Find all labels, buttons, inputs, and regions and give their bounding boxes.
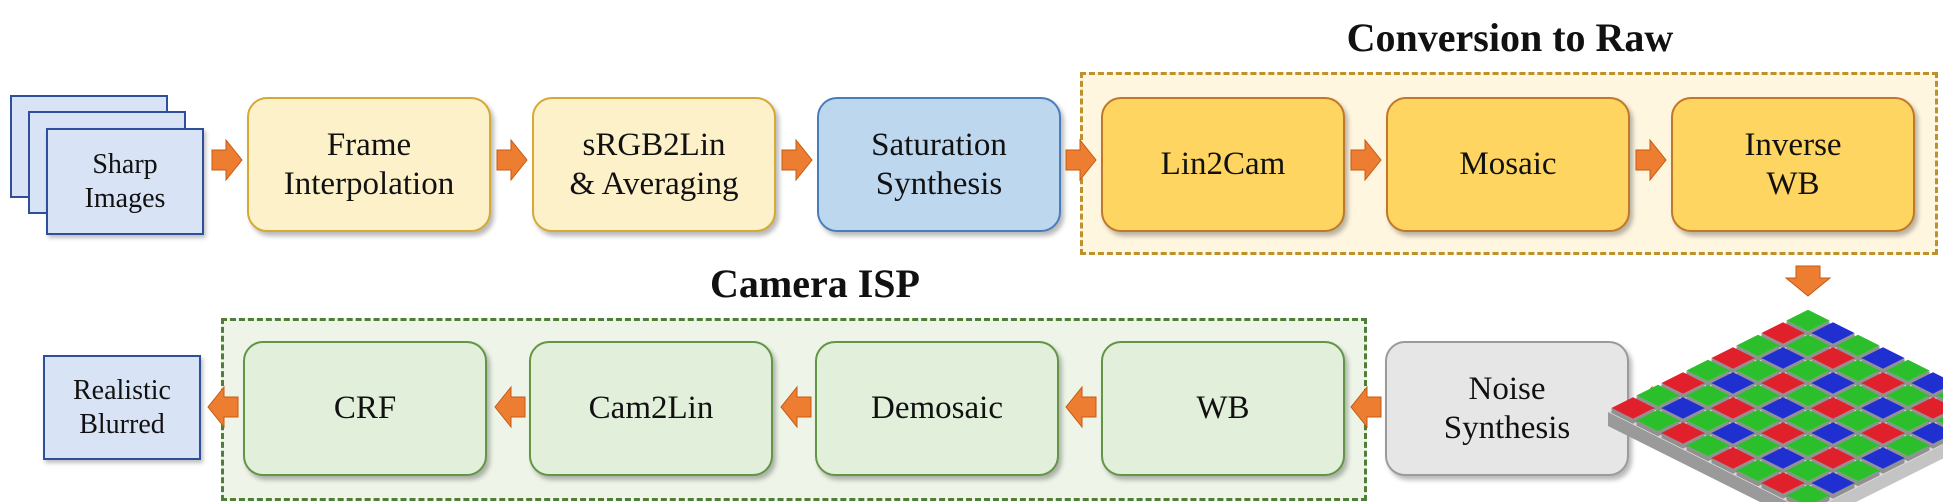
sensor-cell (1786, 459, 1830, 482)
sensor-cell (1711, 372, 1755, 394)
realistic-blurred-node: Realistic Blurred (43, 355, 201, 460)
sensor-cell (1786, 309, 1830, 332)
sensor-cell (1711, 422, 1755, 444)
sensor-cell (1786, 484, 1830, 502)
demosaic-node: Demosaic (815, 341, 1059, 476)
sensor-cell (1761, 447, 1805, 469)
noise-synthesis-node: Noise Synthesis (1385, 341, 1629, 476)
sensor-cell (1786, 384, 1830, 407)
sensor-cell (1711, 447, 1755, 469)
sensor-cell (1736, 359, 1780, 382)
arrow-cam2lin-to-crf (494, 385, 526, 429)
sensor-cell (1811, 372, 1855, 394)
sensor-cell (1836, 459, 1880, 482)
arrow-wb-to-demosaic (1065, 385, 1097, 429)
sensor-cell (1911, 372, 1943, 394)
sensor-cell (1786, 409, 1830, 432)
wb-node: WB (1101, 341, 1345, 476)
sensor-cell (1861, 397, 1905, 419)
sensor-cell (1811, 347, 1855, 369)
sensor-cell (1711, 397, 1755, 419)
bayer-sensor-icon (1608, 309, 1943, 502)
arrow-demosaic-to-cam2lin (780, 385, 812, 429)
sensor-cell (1811, 472, 1855, 494)
sensor-cell (1736, 409, 1780, 432)
arrow-images-to-frame-interpolation (211, 138, 243, 182)
sensor-cell (1936, 392, 1943, 399)
arrow-lin2cam-to-mosaic (1350, 138, 1382, 182)
sensor-cell-side (1786, 495, 1830, 502)
arrow-saturation-to-lin2cam (1065, 138, 1097, 182)
sensor-cell (1861, 347, 1905, 369)
frame-interpolation-node: Frame Interpolation (247, 97, 491, 232)
lin2cam-node: Lin2Cam (1101, 97, 1345, 232)
arrow-inverse-wb-to-sensor (1784, 265, 1832, 297)
sensor-cell (1761, 347, 1805, 369)
sensor-cell (1811, 397, 1855, 419)
sensor-cell (1686, 409, 1730, 432)
sensor-cell (1761, 372, 1805, 394)
sensor-cell (1811, 322, 1855, 344)
sensor-cell (1736, 434, 1780, 457)
arrow-noise-synthesis-to-wb (1350, 385, 1382, 429)
sensor-cell (1761, 397, 1805, 419)
cam2lin-node: Cam2Lin (529, 341, 773, 476)
sensor-cell (1761, 472, 1805, 494)
arrow-srgb2lin-to-saturation (781, 138, 813, 182)
sensor-cell (1886, 384, 1930, 407)
sensor-cell (1886, 409, 1930, 432)
sensor-cell (1836, 409, 1880, 432)
sensor-cell (1911, 422, 1943, 444)
sensor-cell (1636, 384, 1680, 407)
sensor-cell (1861, 372, 1905, 394)
sensor-cell (1836, 434, 1880, 457)
sensor-cell (1861, 447, 1905, 469)
sensor-cell (1661, 397, 1705, 419)
camera-isp-title: Camera ISP (710, 261, 920, 306)
sensor-cell (1886, 359, 1930, 382)
saturation-synthesis-node: Saturation Synthesis (817, 97, 1061, 232)
sensor-cell (1761, 322, 1805, 344)
sensor-cell (1686, 434, 1730, 457)
arrow-frame-interpolation-to-srgb2lin (496, 138, 528, 182)
sensor-cell (1886, 434, 1930, 457)
sensor-cell (1686, 359, 1730, 382)
sensor-cell (1686, 384, 1730, 407)
sensor-cell (1711, 347, 1755, 369)
sensor-cell (1786, 334, 1830, 357)
sensor-cell (1736, 334, 1780, 357)
sensor-cell (1661, 372, 1705, 394)
sensor-cell (1936, 417, 1943, 424)
arrow-crf-to-output (207, 385, 239, 429)
arrow-mosaic-to-inverse-wb (1635, 138, 1667, 182)
sensor-cell (1836, 334, 1880, 357)
mosaic-node: Mosaic (1386, 97, 1630, 232)
sensor-cell (1736, 384, 1780, 407)
crf-node: CRF (243, 341, 487, 476)
sensor-cell (1636, 409, 1680, 432)
sensor-cell (1836, 359, 1880, 382)
flow-arrows (207, 138, 1832, 429)
inverse-wb-node: Inverse WB (1671, 97, 1915, 232)
sensor-cell (1911, 397, 1943, 419)
sensor-cell (1786, 359, 1830, 382)
sensor-cell (1786, 434, 1830, 457)
srgb2lin-averaging-node: sRGB2Lin & Averaging (532, 97, 776, 232)
sensor-cell (1736, 459, 1780, 482)
sensor-cell (1661, 422, 1705, 444)
sensor-cell (1611, 397, 1655, 419)
conversion-to-raw-title: Conversion to Raw (1346, 15, 1674, 60)
sensor-cell (1811, 422, 1855, 444)
sharp-images-node: Sharp Images (46, 128, 204, 235)
sensor-cell (1836, 384, 1880, 407)
sensor-cell (1811, 447, 1855, 469)
sensor-cell (1761, 422, 1805, 444)
sensor-cell (1861, 422, 1905, 444)
